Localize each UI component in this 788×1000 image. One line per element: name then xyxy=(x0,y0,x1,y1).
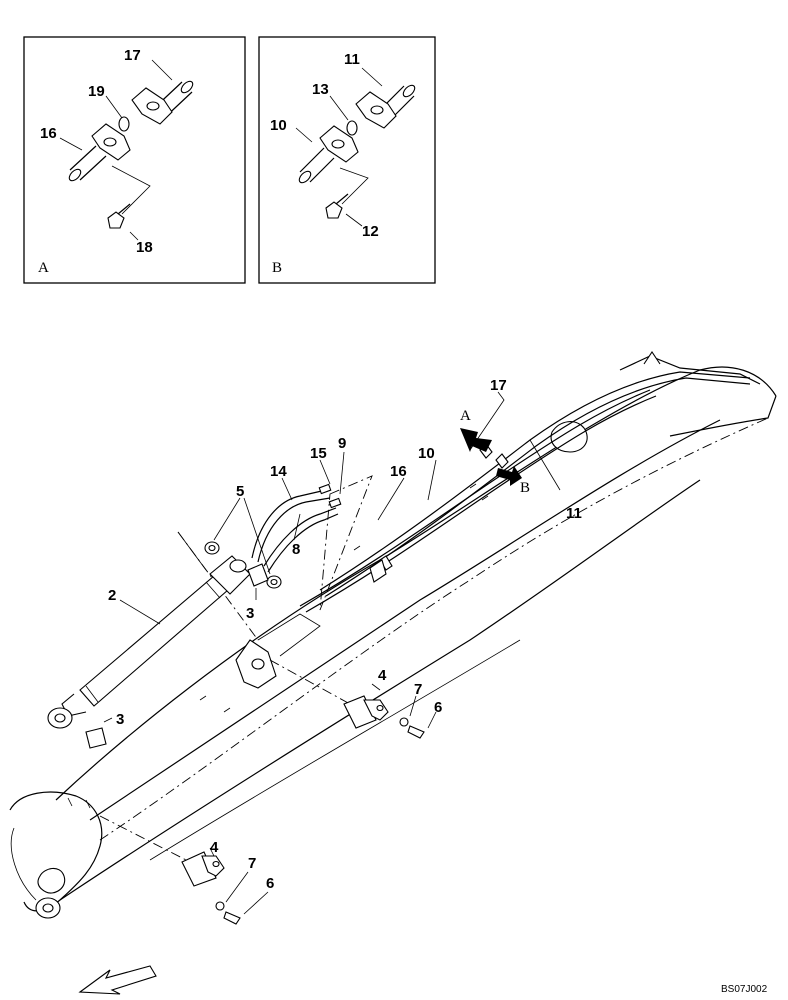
callout-11: 11 xyxy=(566,505,582,522)
bolt-upper xyxy=(407,725,425,739)
boom-foot xyxy=(9,791,103,912)
bolt-b xyxy=(325,201,343,219)
label-a-bolt: 18 xyxy=(136,239,153,256)
callout-5: 5 xyxy=(236,483,244,500)
bolt-lower xyxy=(223,911,241,925)
view-arrow-b xyxy=(496,466,522,486)
bushing-upper xyxy=(247,563,269,587)
label-b-oring: 13 xyxy=(312,81,329,98)
drawing-code: BS07J002 xyxy=(721,984,768,995)
detail-view-a: 17 19 16 18 A xyxy=(23,36,246,284)
boom-opening xyxy=(550,421,588,453)
callout-4-upper: 4 xyxy=(378,667,387,684)
detail-frame-a xyxy=(23,36,246,284)
callout-16: 16 xyxy=(390,463,407,480)
pipe-11-17 xyxy=(319,371,751,591)
cylinder-barrel xyxy=(79,575,229,707)
washer-lower xyxy=(215,901,225,911)
detail-frame-b xyxy=(258,36,436,284)
oring-a xyxy=(118,116,130,132)
label-a-pipe-upper: 17 xyxy=(124,47,141,64)
view-arrow-a xyxy=(460,428,492,452)
callout-15: 15 xyxy=(310,445,327,462)
callout-4-lower: 4 xyxy=(210,839,219,856)
detail-letter-a: A xyxy=(38,260,49,276)
bushing-lower xyxy=(85,727,107,749)
leader-lines xyxy=(119,391,561,625)
pin-assembly-upper xyxy=(269,659,437,739)
callout-3-lower: 3 xyxy=(116,711,124,728)
boom-top-edge xyxy=(55,366,777,801)
callout-17: 17 xyxy=(490,377,507,394)
callout-7-lower: 7 xyxy=(248,855,256,872)
callout-10: 10 xyxy=(418,445,435,462)
callout-14: 14 xyxy=(270,463,287,480)
view-marker-b: B xyxy=(520,480,530,496)
callout-9: 9 xyxy=(338,435,346,452)
hidden-triangle xyxy=(319,475,373,611)
label-a-pipe-lower: 16 xyxy=(40,125,57,142)
front-direction-arrow xyxy=(78,965,157,995)
hose-14 xyxy=(251,489,327,559)
callout-2: 2 xyxy=(108,587,116,604)
oring-b xyxy=(346,120,358,136)
hose-8 xyxy=(263,507,337,567)
hoses xyxy=(251,483,342,573)
callout-6-lower: 6 xyxy=(266,875,274,892)
detail-view-b: 11 13 10 12 B xyxy=(258,36,436,284)
callout-7-upper: 7 xyxy=(414,681,422,698)
callout-6-upper: 6 xyxy=(434,699,442,716)
detail-letter-b: B xyxy=(272,260,282,276)
boom-pipes xyxy=(177,371,751,641)
view-marker-a: A xyxy=(460,408,471,424)
label-b-bolt: 12 xyxy=(362,223,379,240)
boom-assembly xyxy=(9,351,777,919)
arm-cylinder xyxy=(47,555,251,729)
boom-hidden-edge xyxy=(99,417,769,841)
pin-assembly-lower xyxy=(99,815,269,925)
callout-8: 8 xyxy=(292,541,300,558)
label-a-oring: 19 xyxy=(88,83,105,100)
label-b-pipe-upper: 11 xyxy=(344,51,360,68)
callout-3-upper: 3 xyxy=(246,605,254,622)
washer-upper xyxy=(399,717,409,727)
bolt-a xyxy=(107,211,125,229)
label-b-pipe-lower: 10 xyxy=(270,117,287,134)
